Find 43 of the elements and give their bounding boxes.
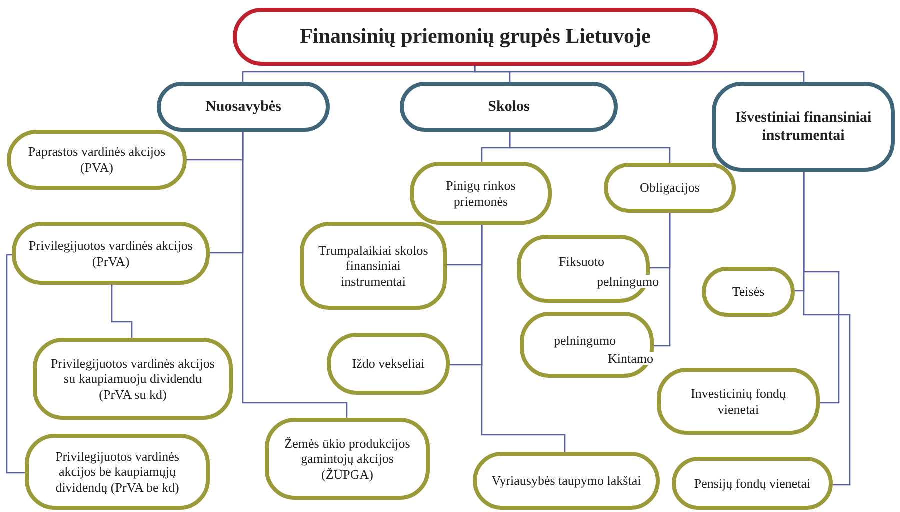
rounded-node (604, 163, 736, 213)
node-label: Pensijų fondų vienetai (694, 476, 811, 492)
connector-line (654, 213, 671, 347)
rounded-node (12, 222, 210, 285)
connector-line (509, 132, 671, 163)
node-label: Iždo vekseliai (352, 356, 425, 372)
rounded-node (400, 82, 618, 132)
node-label: Išvestiniai finansiniai instrumentai (734, 109, 873, 145)
connector-line (481, 225, 566, 452)
node-label: pelningumo (597, 275, 660, 288)
rounded-node (657, 368, 820, 435)
rounded-node (712, 82, 895, 172)
rounded-node (672, 457, 833, 510)
node-label: Trumpalaikiai skolos finansiniai instrumentai (318, 242, 430, 290)
node-label: Nuosavybės (206, 98, 282, 116)
rounded-node (33, 338, 233, 420)
node-label: Finansinių priemonių grupės Lietuvoje (300, 24, 651, 50)
rounded-node (410, 162, 552, 225)
connector-line (242, 132, 348, 418)
node-label: Skolos (488, 98, 530, 116)
node-label: Privilegijuotos vardinės akcijos su kaupiamuoju dividendu (PrVA su kd) (50, 356, 216, 402)
node-label: Teisės (732, 284, 765, 300)
rounded-node (520, 312, 654, 378)
node-label: Privilegijuotos vardinės akcijos (PrVA) (28, 238, 194, 270)
rounded-node (25, 434, 210, 510)
connector-line (6, 254, 25, 474)
connector-line (474, 66, 805, 82)
node-label: Kintamo (608, 352, 654, 365)
node-label: Paprastos vardinės akcijos (PVA) (27, 144, 167, 176)
rounded-node (265, 418, 430, 500)
node-label: Obligacijos (640, 180, 700, 196)
rounded-node (702, 267, 795, 317)
node-label: pelningumo (554, 334, 616, 347)
connector-line (803, 172, 851, 486)
node-label: Žemės ūkio produkcijos gamintojų akcijos (ŽŪPGA) (284, 436, 412, 482)
node-label: Privilegijuotos vardinės akcijos be kaupiamųjų dividendų (PrVA be kd) (54, 448, 180, 496)
connector-line (111, 285, 133, 338)
node-label: Investicinių fondų vienetai (690, 386, 787, 418)
rounded-node (300, 222, 447, 310)
node-label: Fiksuoto (559, 255, 605, 268)
node-label: Vyriausybės taupymo lakštai (492, 473, 642, 489)
rounded-node (157, 82, 330, 132)
node-label: Pinigų rinkos priemonės (445, 178, 517, 210)
